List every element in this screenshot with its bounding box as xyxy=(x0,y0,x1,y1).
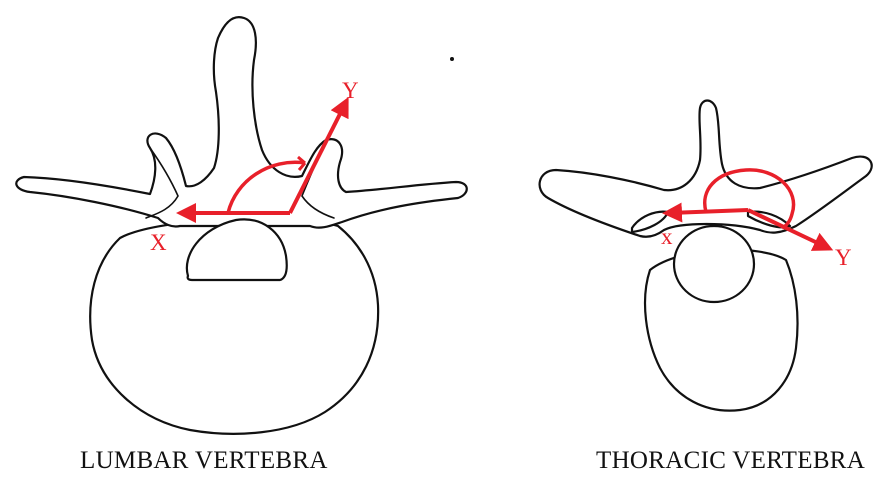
thoracic-posterior-arch xyxy=(540,101,872,237)
lumbar-posterior-arch xyxy=(16,17,466,228)
thoracic-y-axis-label: Y xyxy=(835,245,852,270)
thoracic-vertebra-drawing xyxy=(540,101,872,411)
lumbar-y-axis-label: Y xyxy=(342,78,359,103)
thoracic-vertebral-foramen xyxy=(674,226,754,302)
lumbar-vertebra-caption: LUMBAR VERTEBRA xyxy=(80,447,328,475)
lumbar-x-axis-label: X xyxy=(150,230,167,255)
thoracic-vertebra-caption: THORACIC VERTEBRA xyxy=(596,447,865,475)
stray-dot-mark xyxy=(450,57,454,61)
lumbar-vertebra-drawing xyxy=(16,17,466,434)
thoracic-x-axis-label: x xyxy=(661,224,673,249)
